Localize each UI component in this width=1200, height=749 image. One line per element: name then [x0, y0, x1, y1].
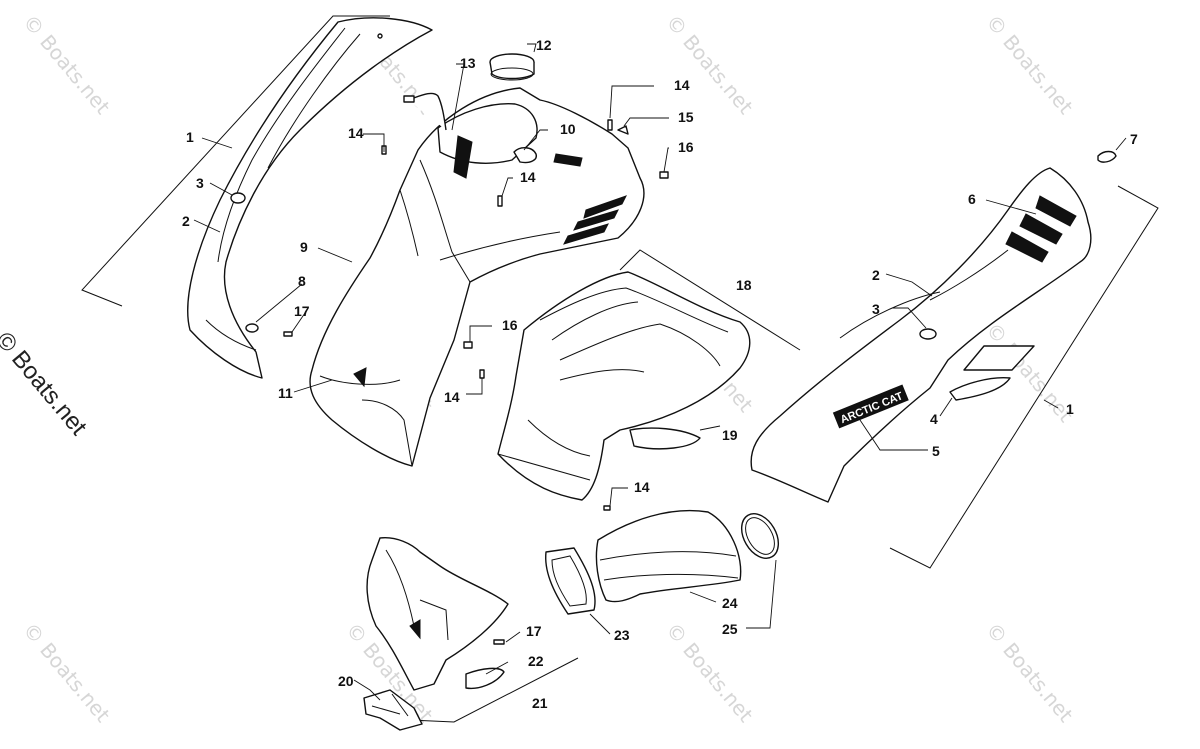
callout-18: 18 — [736, 277, 752, 293]
bracket-left-panel — [81, 15, 390, 307]
watermark: © Boats.net — [18, 618, 115, 727]
right-side-panel: ARCTIC CAT — [750, 150, 1159, 569]
callout-3-right: 3 — [872, 301, 880, 317]
callout-8: 8 — [298, 273, 306, 289]
watermark: © Boats.net — [981, 10, 1078, 119]
bracket-front-lower — [409, 657, 579, 723]
front-lower-shape — [366, 537, 509, 691]
watermark: © Boats.net — [18, 10, 115, 119]
hood-vent-stripe — [453, 135, 473, 179]
leader-lines — [193, 43, 1127, 701]
air-box-shape — [497, 271, 751, 501]
panel-grommet-8 — [245, 323, 259, 333]
part-10-clip — [513, 147, 537, 164]
front-lower-assembly — [363, 537, 579, 731]
callout-10: 10 — [560, 121, 576, 137]
callout-17-a: 17 — [294, 303, 310, 319]
callout-5: 5 — [932, 443, 940, 459]
part-20-bracket — [363, 689, 423, 731]
fastener-14-d — [479, 369, 485, 379]
panel-grommet-3 — [230, 192, 246, 204]
callout-1-right: 1 — [1066, 401, 1074, 417]
callout-14-b: 14 — [674, 77, 690, 93]
callout-22: 22 — [528, 653, 544, 669]
part-7-clip — [1097, 150, 1117, 163]
right-panel-stripe — [1035, 195, 1077, 227]
callout-15: 15 — [678, 109, 694, 125]
panel-grommet-right — [919, 328, 937, 340]
air-box — [497, 249, 801, 511]
callout-3-left: 3 — [196, 175, 204, 191]
callout-13: 13 — [460, 55, 476, 71]
callout-16-a: 16 — [678, 139, 694, 155]
callout-20: 20 — [338, 673, 354, 689]
part-22-pad — [465, 667, 505, 690]
callout-2-right: 2 — [872, 267, 880, 283]
callout-4: 4 — [930, 411, 938, 427]
callout-23: 23 — [614, 627, 630, 643]
watermark: © Boats.net — [661, 10, 758, 119]
left-side-panel — [81, 15, 433, 379]
bracket-air-box — [619, 249, 801, 351]
decal-4 — [949, 376, 1011, 401]
callout-14-e: 14 — [634, 479, 650, 495]
watermark: © Boats.net — [661, 618, 758, 727]
hood-assembly — [283, 53, 669, 467]
callout-9: 9 — [300, 239, 308, 255]
callout-17-b: 17 — [526, 623, 542, 639]
callout-24: 24 — [722, 595, 738, 611]
callout-2-left: 2 — [182, 213, 190, 229]
bracket-right-panel — [889, 185, 1159, 569]
callout-labels: 1 3 2 8 9 17 11 12 13 14 10 14 15 16 14 … — [182, 37, 1138, 711]
callout-1-left: 1 — [186, 129, 194, 145]
callout-12: 12 — [536, 37, 552, 53]
callout-25: 25 — [722, 621, 738, 637]
callout-19: 19 — [722, 427, 738, 443]
callout-21: 21 — [532, 695, 548, 711]
fastener-14-b — [607, 119, 613, 131]
part-15-clip — [617, 125, 629, 135]
part-13-wire — [407, 92, 447, 131]
callout-14-a: 14 — [348, 125, 364, 141]
part-24-duct — [595, 509, 742, 603]
callout-7: 7 — [1130, 131, 1138, 147]
part-16-clip-b — [463, 341, 473, 349]
callout-11: 11 — [278, 385, 293, 401]
part-16-clip-a — [659, 171, 669, 179]
part-25-clamp — [740, 513, 780, 559]
watermark: © Boats.net — [981, 618, 1078, 727]
fastener-14-c — [497, 195, 503, 207]
callout-14-d: 14 — [444, 389, 460, 405]
part-23-gasket — [545, 547, 596, 615]
fastener-14-e — [603, 505, 611, 511]
callout-6: 6 — [968, 191, 976, 207]
callout-16-b: 16 — [502, 317, 518, 333]
part-17-screw-lower — [493, 639, 505, 645]
intake-assembly — [545, 509, 780, 615]
callout-14-c: 14 — [520, 169, 536, 185]
part-19-seal — [629, 427, 701, 450]
part-17-screw — [283, 331, 293, 337]
